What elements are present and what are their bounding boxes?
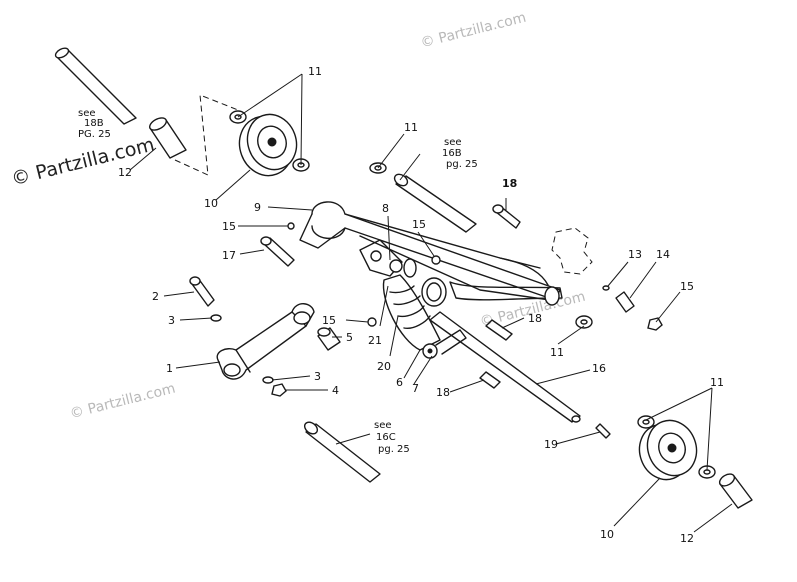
nut-15 — [367, 317, 377, 327]
nut-15 — [431, 255, 441, 265]
pin-13 — [602, 285, 610, 291]
shaft-16c — [303, 421, 381, 483]
callout-18: 18 — [528, 312, 542, 325]
callout-13: 13 — [628, 248, 642, 261]
callout-9: 9 — [254, 201, 261, 214]
callout-6: 6 — [396, 376, 403, 389]
callout-12: 12 — [680, 532, 694, 545]
callout-11: 11 — [550, 346, 564, 359]
svg-text:18B: 18B — [84, 118, 104, 129]
svg-text:16C: 16C — [376, 432, 396, 443]
callout-18: 18 — [502, 177, 517, 190]
lower-idler-wheel — [637, 415, 753, 509]
svg-text:16B: 16B — [442, 148, 462, 159]
svg-text:PG. 25: PG. 25 — [78, 129, 111, 140]
nut-4 — [271, 383, 287, 397]
svg-text:see: see — [444, 137, 462, 148]
callout-15: 15 — [412, 218, 426, 231]
callout-10: 10 — [600, 528, 614, 541]
svg-text:pg. 25: pg. 25 — [446, 159, 478, 170]
callout-14: 14 — [656, 248, 670, 261]
callout-11: 11 — [710, 376, 724, 389]
callout-15: 15 — [680, 280, 694, 293]
upper-left-shaft — [54, 47, 239, 176]
bolt-19 — [595, 423, 611, 439]
upper-idler-wheel — [229, 110, 310, 177]
callout-19: 19 — [544, 438, 558, 451]
watermark: © Partzilla.com — [9, 133, 157, 190]
svg-text:pg. 25: pg. 25 — [378, 444, 410, 455]
bolt-18 — [479, 371, 501, 389]
right-hardware — [602, 285, 663, 331]
callout-2: 2 — [152, 290, 159, 303]
reference-18b: see 18B PG. 25 — [78, 108, 111, 140]
watermark: © Partzilla.com — [68, 381, 177, 423]
callout-labels: 11 10 12 11 9 15 17 8 15 18 13 14 15 2 3… — [118, 65, 724, 545]
shaft-16 — [429, 311, 581, 423]
callout-1: 1 — [166, 362, 173, 375]
watermark: © Partzilla.com — [419, 10, 528, 52]
shock-absorber — [359, 239, 467, 359]
fasteners-upper — [260, 204, 521, 267]
callout-16: 16 — [592, 362, 606, 375]
nut-15 — [287, 222, 295, 230]
leader-lines — [129, 73, 733, 533]
callout-18: 18 — [436, 386, 450, 399]
svg-text:see: see — [78, 108, 96, 119]
svg-text:see: see — [374, 420, 392, 431]
callout-12: 12 — [118, 166, 132, 179]
lower-link-1 — [189, 276, 377, 397]
main-frame-9 — [299, 201, 561, 301]
reference-16c: see 16C pg. 25 — [374, 420, 410, 455]
callout-4: 4 — [332, 384, 339, 397]
callout-7: 7 — [412, 382, 419, 395]
bolt-18 — [485, 319, 513, 341]
callout-15: 15 — [222, 220, 236, 233]
washer-3 — [210, 314, 222, 322]
callout-17: 17 — [222, 249, 236, 262]
callout-3: 3 — [168, 314, 175, 327]
callout-15: 15 — [322, 314, 336, 327]
reference-16b: see 16B pg. 25 — [442, 137, 478, 170]
callout-10: 10 — [204, 197, 218, 210]
callout-11: 11 — [404, 121, 418, 134]
callout-8: 8 — [382, 202, 389, 215]
nut-15 — [647, 317, 663, 331]
right-arm — [429, 281, 593, 423]
callout-11: 11 — [308, 65, 322, 78]
callout-20: 20 — [377, 360, 391, 373]
callout-21: 21 — [368, 334, 382, 347]
callout-3: 3 — [314, 370, 321, 383]
bushing-14 — [615, 291, 635, 313]
washer-3 — [262, 376, 274, 384]
optional-bracket — [551, 227, 593, 275]
callout-5: 5 — [346, 331, 353, 344]
